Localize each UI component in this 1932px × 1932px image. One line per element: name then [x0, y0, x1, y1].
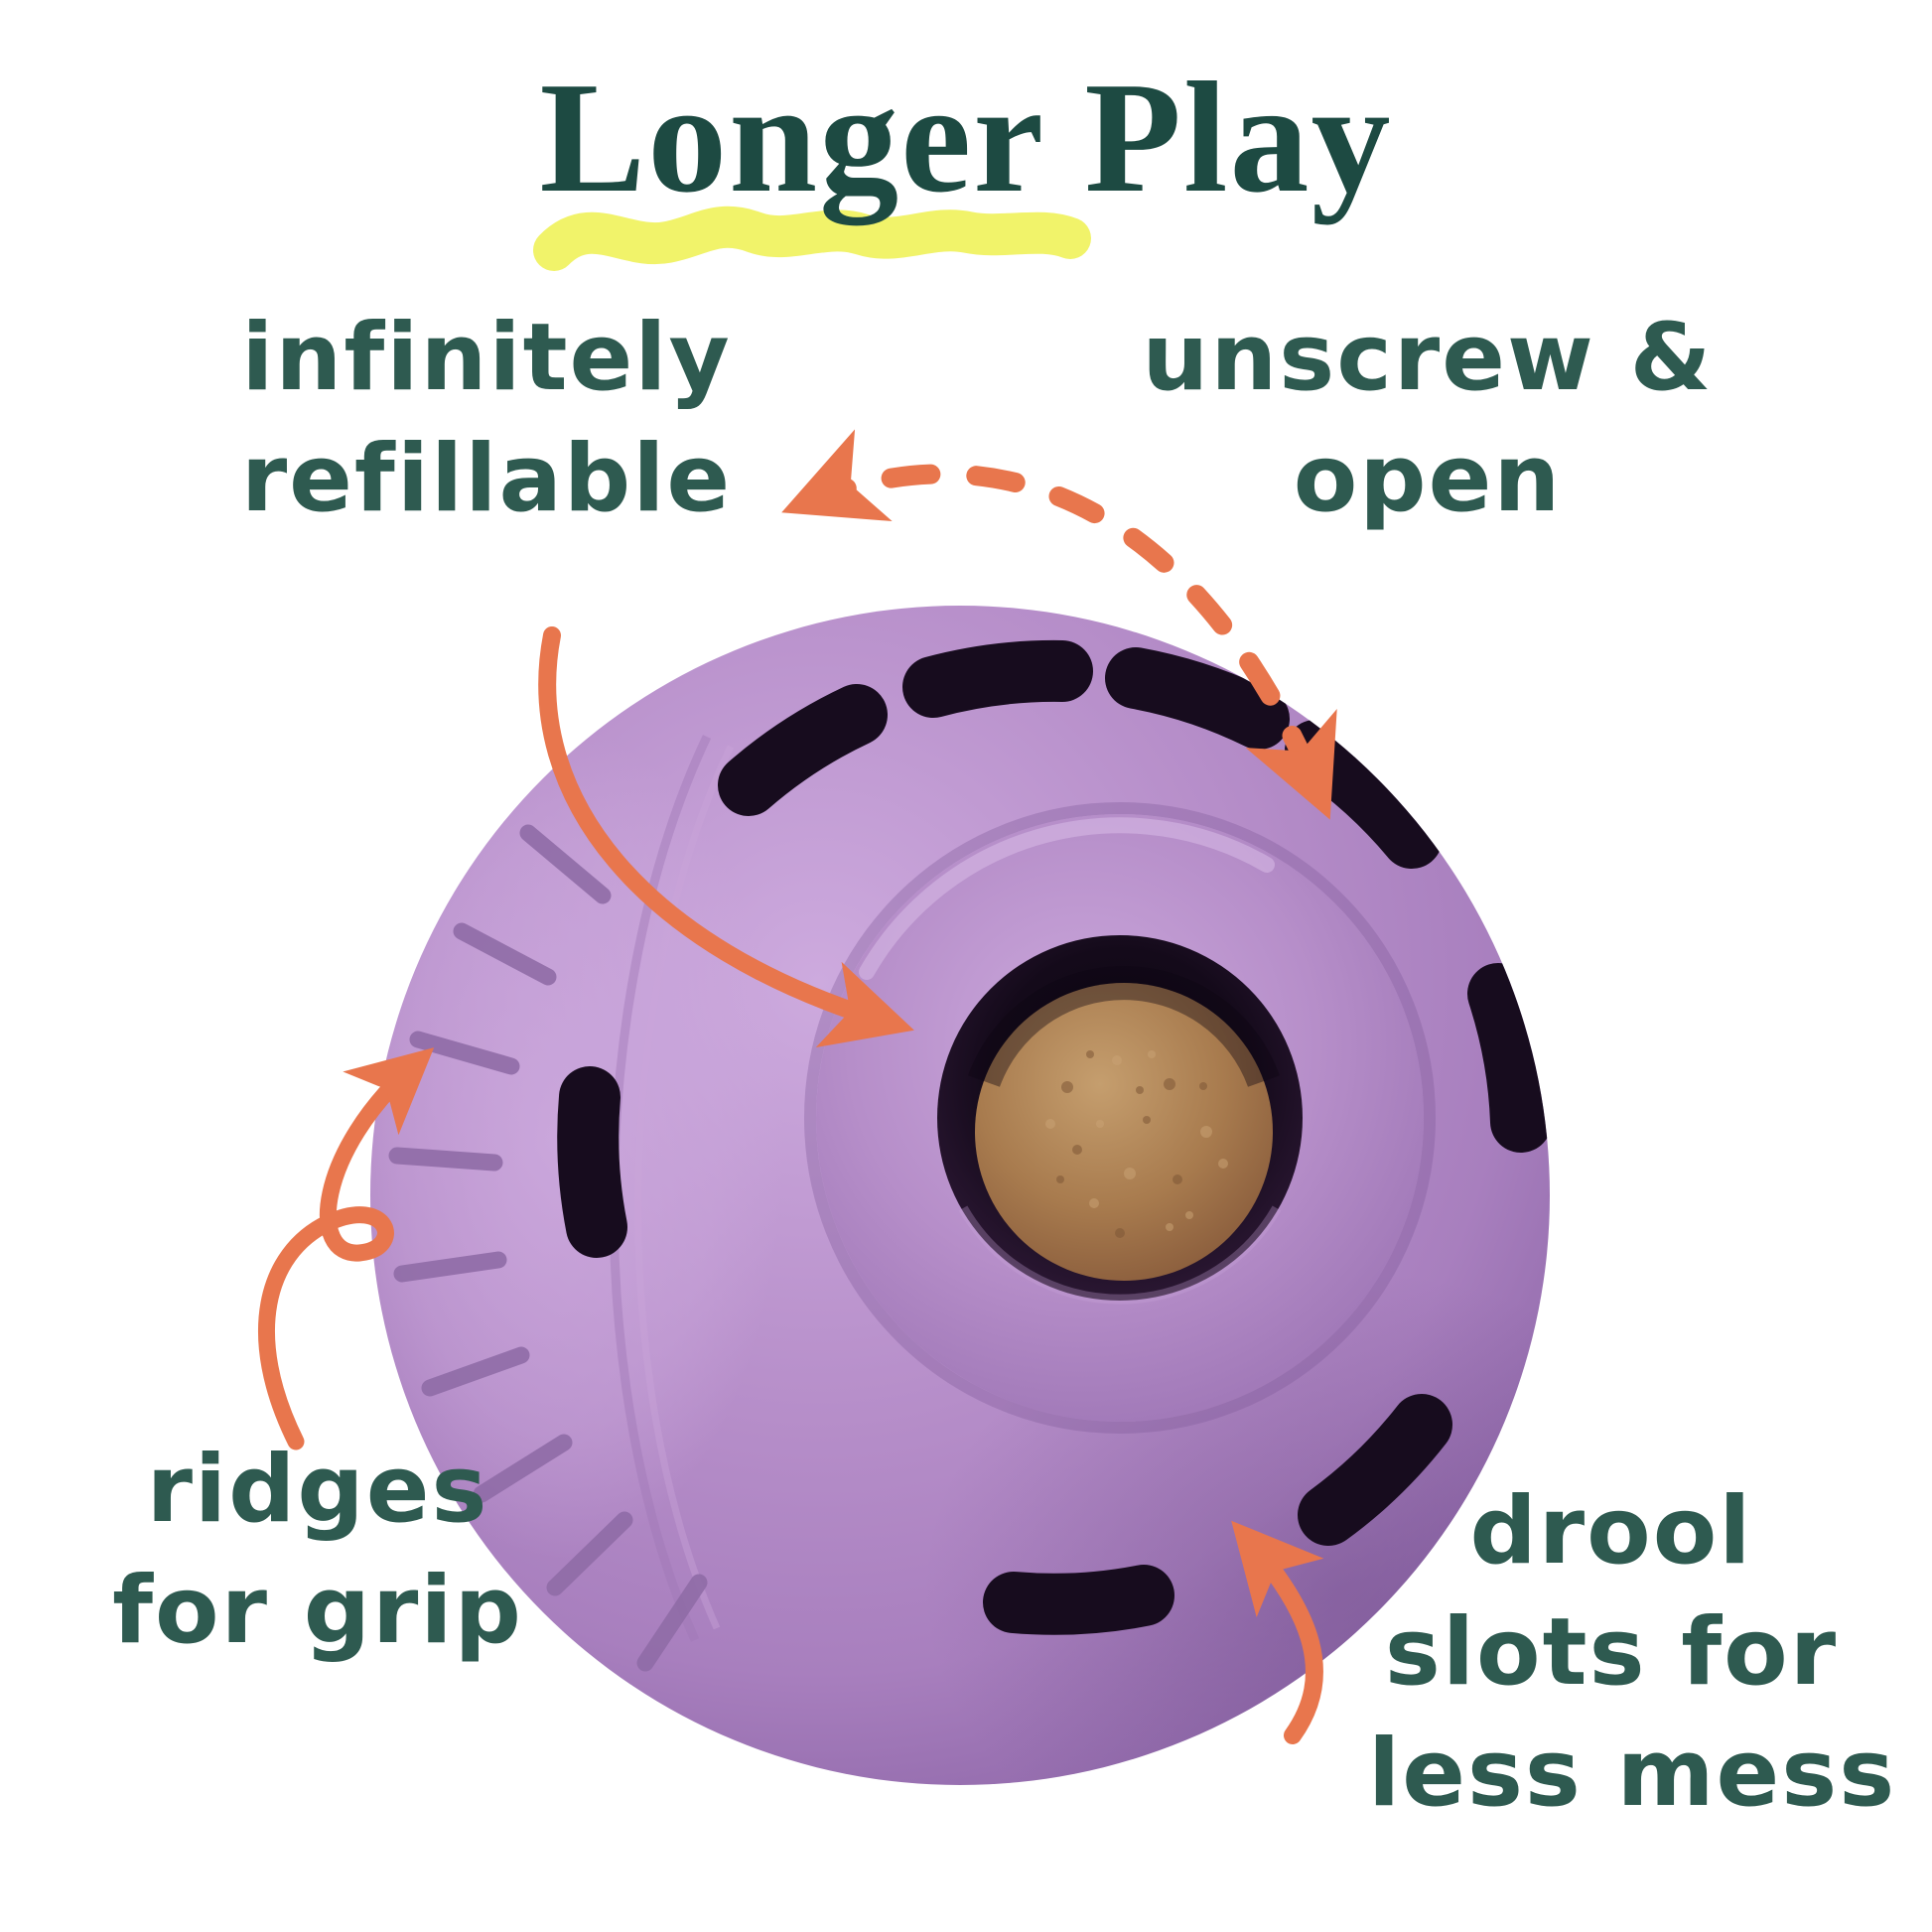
- callout-line: less mess: [1368, 1720, 1897, 1829]
- treat-speckles: [1045, 1050, 1228, 1238]
- grip-ridges: [388, 824, 708, 1672]
- callout-line: infinitely: [241, 304, 732, 412]
- callout-ridges-for-grip: ridges for grip: [69, 1430, 566, 1672]
- drool-slot: [983, 1565, 1174, 1635]
- treat-ball: [975, 983, 1273, 1281]
- callout-line: refillable: [240, 425, 733, 534]
- callout-drool-slots: drool slots for less mess: [1368, 1471, 1897, 1836]
- callout-unscrew-open: unscrew & open: [1110, 298, 1745, 540]
- treat-opening: [937, 935, 1303, 1305]
- refillable-arrow: [538, 626, 914, 1047]
- annotation-arrows: [258, 429, 1337, 1744]
- callout-line: slots for: [1384, 1598, 1839, 1708]
- drool-slot: [1105, 647, 1290, 750]
- ridges-loop-arrow: [258, 1047, 435, 1450]
- callout-line: unscrew &: [1142, 304, 1714, 412]
- drool-slot: [902, 639, 1093, 718]
- drool-slots-arrow: [1231, 1520, 1324, 1744]
- callout-line: open: [1293, 425, 1563, 534]
- callout-line: ridges: [146, 1436, 489, 1544]
- callout-line: for grip: [112, 1557, 523, 1666]
- page-title: Longer Play: [539, 49, 1393, 225]
- drool-slot: [557, 1066, 627, 1258]
- drool-slot: [1467, 963, 1550, 1153]
- drool-slot: [1298, 1394, 1452, 1546]
- callout-infinitely-refillable: infinitely refillable: [169, 298, 804, 540]
- title-underline-scribble: [533, 206, 1091, 271]
- unscrew-dashed-arrow: [781, 429, 1337, 820]
- callout-line: drool: [1469, 1477, 1753, 1586]
